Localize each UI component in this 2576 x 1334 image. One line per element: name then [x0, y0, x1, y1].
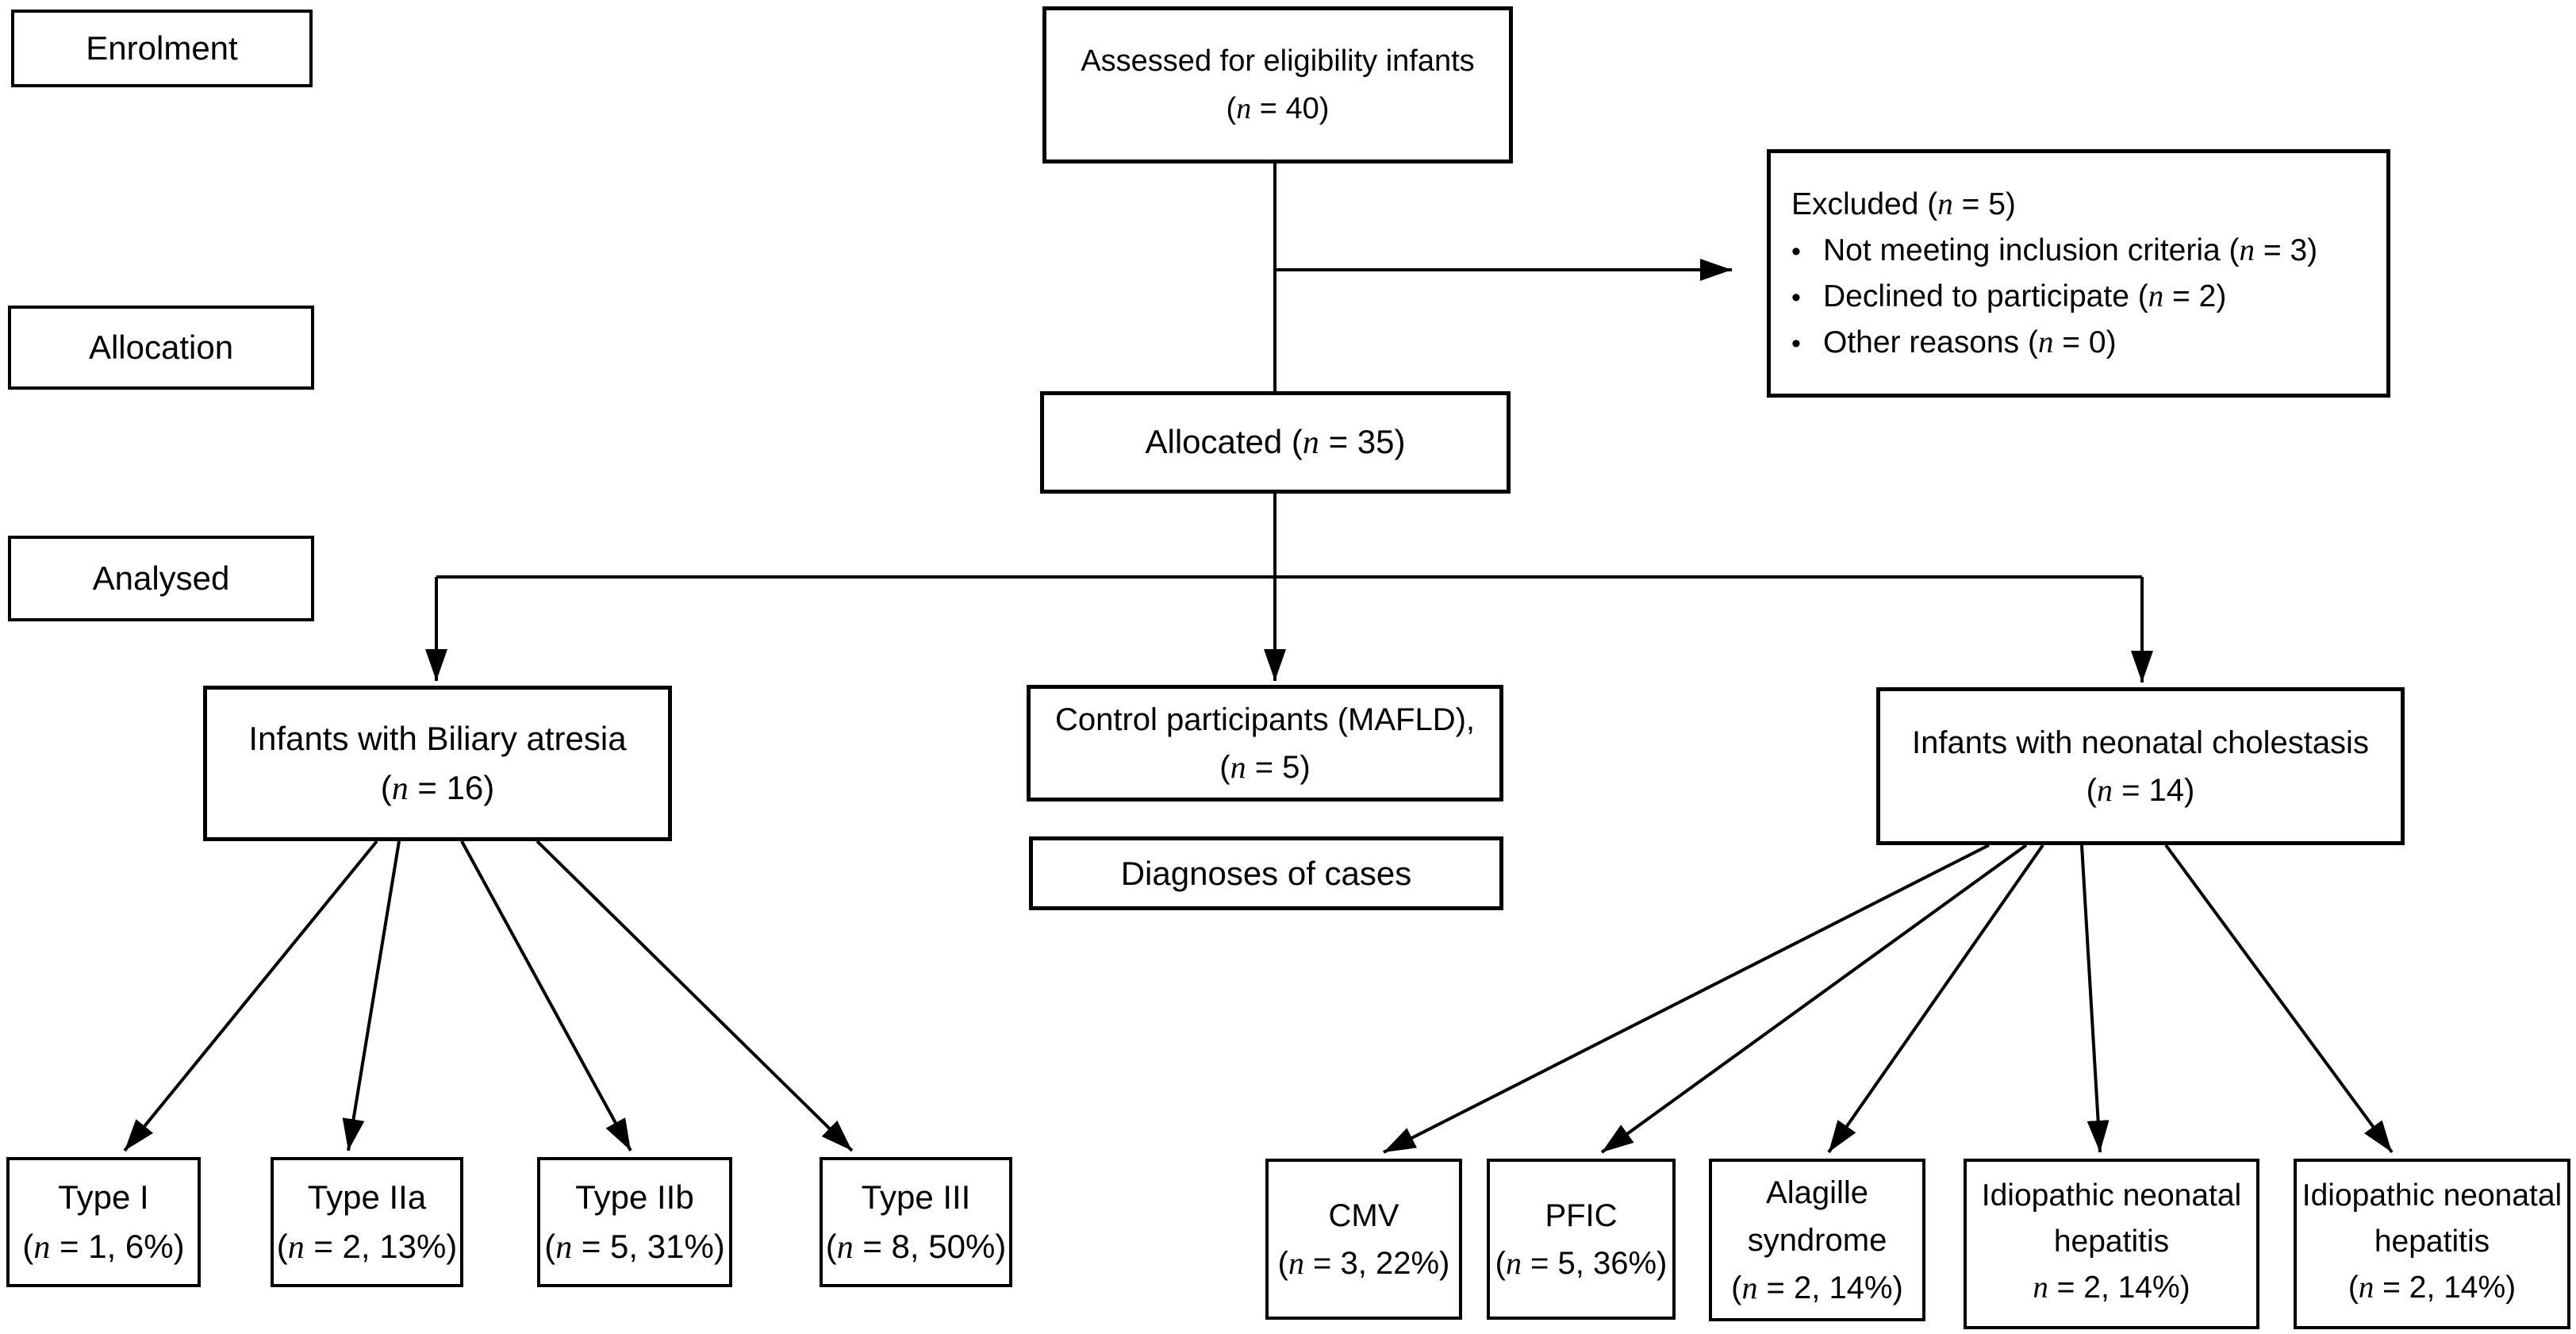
cholestasis-line-1: Infants with neonatal cholestasis: [1912, 725, 2369, 760]
alagille-count: (n = 2, 14%): [1731, 1269, 1903, 1305]
excluded-item-row: • Other reasons (n = 0): [1791, 320, 2117, 366]
excluded-item-3: Other reasons (n = 0): [1823, 325, 2117, 359]
node-type-iia: Type IIa (n = 2, 13%): [271, 1157, 463, 1287]
biliary-line-1: Infants with Biliary atresia: [248, 719, 627, 757]
node-type-iii: Type III (n = 8, 50%): [820, 1157, 1012, 1287]
cholestasis-count: (n = 14): [2086, 771, 2195, 808]
type-iib-count: (n = 5, 31%): [544, 1227, 725, 1266]
node-control-participants: Control participants (MAFLD), (n = 5): [1027, 685, 1503, 802]
bullet-icon: •: [1791, 328, 1801, 359]
control-count: (n = 5): [1219, 748, 1311, 785]
idiopathic-1-label-1: Idiopathic neonatal: [1981, 1178, 2242, 1213]
node-idiopathic-neonatal-hepatitis-2: Idiopathic neonatal hepatitis (n = 2, 14…: [2294, 1159, 2570, 1329]
node-neonatal-cholestasis: Infants with neonatal cholestasis (n = 1…: [1876, 687, 2405, 845]
node-idiopathic-neonatal-hepatitis-1: Idiopathic neonatal hepatitis n = 2, 14%…: [1964, 1159, 2259, 1329]
node-allocated: Allocated (n = 35): [1040, 391, 1511, 494]
node-type-iib: Type IIb (n = 5, 31%): [537, 1157, 732, 1287]
idiopathic-2-label-2: hepatitis: [2374, 1224, 2490, 1259]
type-iii-label: Type III: [861, 1178, 971, 1216]
node-alagille-syndrome: Alagille syndrome (n = 2, 14%): [1709, 1159, 1925, 1321]
arrow-cholestasis-to-idiopathic-2: [2164, 844, 2394, 1154]
excluded-item-row: • Declined to participate (n = 2): [1791, 274, 2226, 320]
node-biliary-atresia: Infants with Biliary atresia (n = 16): [203, 686, 672, 841]
alagille-label-1: Alagille: [1766, 1174, 1868, 1210]
bullet-icon: •: [1791, 282, 1801, 313]
assessed-count: (n = 40): [1226, 92, 1330, 125]
excluded-item-2: Declined to participate (n = 2): [1823, 279, 2227, 313]
arrow-cholestasis-to-pfic: [1600, 844, 2028, 1154]
node-assessed-for-eligibility: Assessed for eligibility infants (n = 40…: [1042, 6, 1513, 163]
idiopathic-2-count: (n = 2, 14%): [2348, 1270, 2516, 1305]
idiopathic-2-label-1: Idiopathic neonatal: [2302, 1178, 2563, 1213]
node-excluded: Excluded (n = 5) • Not meeting inclusion…: [1767, 149, 2390, 398]
arrow-biliary-to-type-iii: [536, 840, 854, 1152]
type-iia-count: (n = 2, 13%): [276, 1227, 458, 1266]
bullet-icon: •: [1791, 236, 1801, 267]
type-iib-label: Type IIb: [575, 1178, 694, 1216]
type-iii-count: (n = 8, 50%): [825, 1227, 1007, 1266]
type-iia-label: Type IIa: [307, 1178, 427, 1216]
cmv-count: (n = 3, 22%): [1277, 1244, 1450, 1281]
excluded-item-1: Not meeting inclusion criteria (n = 3): [1823, 233, 2318, 267]
stage-analysed-text: Analysed: [92, 559, 230, 597]
node-diagnoses-of-cases: Diagnoses of cases: [1029, 836, 1503, 910]
arrow-biliary-to-type-i: [123, 840, 378, 1152]
arrow-biliary-to-type-iib: [460, 840, 632, 1151]
node-cmv: CMV (n = 3, 22%): [1265, 1159, 1462, 1320]
stage-label-allocation: Allocation: [8, 306, 314, 390]
diagnoses-text: Diagnoses of cases: [1120, 854, 1412, 892]
idiopathic-1-label-2: hepatitis: [2053, 1224, 2170, 1259]
allocated-text: Allocated (n = 35): [1145, 423, 1406, 461]
stage-enrolment-text: Enrolment: [86, 29, 238, 67]
type-i-count: (n = 1, 6%): [22, 1227, 185, 1266]
type-i-label: Type I: [58, 1178, 149, 1216]
idiopathic-1-count: n = 2, 14%): [2033, 1270, 2190, 1305]
alagille-label-2: syndrome: [1747, 1222, 1887, 1258]
node-pfic: PFIC (n = 5, 36%): [1487, 1159, 1676, 1320]
cmv-label: CMV: [1328, 1198, 1399, 1233]
node-type-i: Type I (n = 1, 6%): [6, 1157, 201, 1287]
control-line-1: Control participants (MAFLD),: [1054, 702, 1476, 737]
stage-allocation-text: Allocation: [88, 329, 234, 366]
arrow-cholestasis-to-alagille: [1827, 844, 2044, 1154]
stage-label-analysed: Analysed: [8, 536, 314, 621]
arrow-cholestasis-to-idiopathic-1: [2080, 844, 2110, 1153]
biliary-count: (n = 16): [380, 768, 495, 807]
pfic-count: (n = 5, 36%): [1495, 1244, 1668, 1281]
arrow-biliary-to-type-iia: [342, 840, 401, 1151]
pfic-label: PFIC: [1545, 1198, 1618, 1233]
assessed-line-1: Assessed for eligibility infants: [1081, 44, 1475, 78]
arrow-cholestasis-to-cmv: [1383, 844, 1990, 1154]
stage-label-enrolment: Enrolment: [11, 10, 313, 87]
excluded-title: Excluded (n = 5): [1791, 186, 2016, 221]
excluded-item-row: • Not meeting inclusion criteria (n = 3): [1791, 228, 2317, 274]
